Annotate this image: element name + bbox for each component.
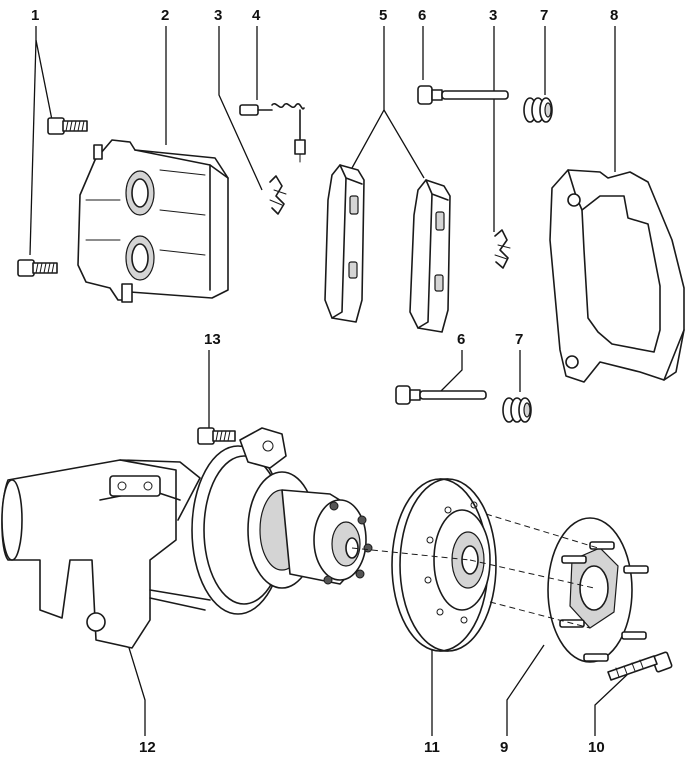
wheel-studs [559, 541, 649, 662]
caliper-bolt-lower [17, 259, 58, 277]
callout-2: 2 [161, 7, 169, 24]
callout-6-bottom: 6 [457, 331, 465, 348]
leader-1b [29, 39, 37, 256]
callout-7-bottom: 7 [515, 331, 523, 348]
guide-pin-lower [395, 385, 487, 405]
guide-pin-upper [417, 85, 509, 105]
callout-11: 11 [424, 739, 440, 756]
axle-housing-and-hub [1, 427, 373, 649]
callout-12: 12 [139, 739, 156, 756]
callout-8: 8 [610, 7, 618, 24]
guide-pin-boot-lower [502, 397, 532, 423]
leader-3a [218, 26, 263, 191]
callout-3-left: 3 [214, 7, 222, 24]
assembly-axis-lines [351, 513, 599, 629]
leader-1a [35, 26, 53, 121]
caliper-bolt-upper [47, 117, 88, 135]
callout-4: 4 [252, 7, 261, 24]
hub-bolt [197, 427, 236, 445]
callout-10: 10 [588, 739, 605, 756]
brake-caliper [77, 139, 229, 303]
callout-5: 5 [379, 7, 387, 24]
wheel-hub-flange [547, 517, 649, 663]
pad-spring-clip-right [494, 229, 511, 269]
leader-9 [506, 644, 545, 736]
brake-pad-right [409, 179, 451, 333]
callout-labels: 1 2 3 4 5 6 3 7 8 13 6 7 12 11 9 10 [31, 7, 618, 756]
callout-3-right: 3 [489, 7, 497, 24]
callout-6-top: 6 [418, 7, 426, 24]
caliper-mounting-bracket [549, 169, 685, 383]
leader-10 [594, 671, 631, 736]
brake-disc [391, 478, 497, 652]
leader-6b [439, 350, 463, 393]
guide-pin-boot-upper [523, 97, 553, 123]
callout-9: 9 [500, 739, 508, 756]
callout-1: 1 [31, 7, 39, 24]
callout-7-top: 7 [540, 7, 548, 24]
brake-pad-left [324, 164, 365, 323]
leader-5a [351, 26, 385, 169]
flange-bolt [607, 651, 673, 681]
leader-lines [29, 26, 631, 736]
callout-13: 13 [204, 331, 221, 348]
leader-5b [383, 109, 425, 179]
pad-spring-clip-left [269, 175, 287, 215]
pad-wear-sensor [239, 103, 306, 163]
